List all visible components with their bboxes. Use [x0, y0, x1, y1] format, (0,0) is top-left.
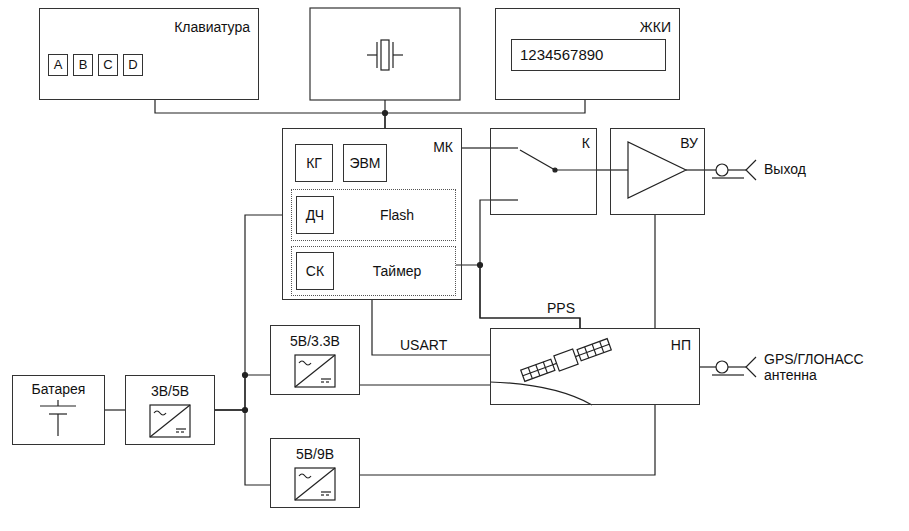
wire-connector	[372, 300, 490, 355]
node-label: B	[74, 57, 92, 73]
node-label: A	[49, 57, 67, 73]
node-label: 5В/9В	[271, 446, 359, 462]
switch-box: К	[490, 128, 597, 215]
wire-connector	[215, 215, 282, 410]
node-label: D	[124, 57, 142, 73]
junction-dot	[243, 408, 248, 413]
wire-connector	[155, 100, 385, 128]
block-box: СК	[296, 252, 334, 290]
antenna-label: GPS/ГЛОНАСС антенна	[762, 351, 906, 383]
wire-connector	[105, 409, 125, 410]
converter-box: 5В/3.3В	[270, 325, 360, 395]
node-label: Батарея	[13, 381, 104, 397]
node-label: Flash	[347, 207, 447, 223]
block-box: КГ	[295, 144, 333, 182]
node-label: Клавиатура	[40, 19, 250, 35]
node-label: КГ	[296, 155, 332, 171]
battery-box: Батарея	[12, 375, 105, 445]
wire-connector	[480, 200, 580, 328]
node-label: ЖКИ	[496, 19, 671, 35]
wire-connector	[360, 384, 490, 385]
key-box: B	[73, 54, 93, 76]
junction-dot	[478, 263, 483, 268]
crystal-box	[310, 8, 460, 100]
receiver-box: НП	[490, 328, 700, 405]
node-label: СК	[297, 263, 333, 279]
antenna-connector	[700, 357, 756, 377]
node-label: C	[99, 57, 117, 73]
output-label: Выход	[762, 161, 808, 177]
amplifier-box: ВУ	[610, 128, 705, 215]
mcu-box: МККГ ЭВМ Flash ДЧ Таймер СК	[282, 128, 462, 300]
output-connector	[705, 160, 756, 180]
converter-icon	[150, 405, 190, 437]
converter-icon	[295, 355, 335, 387]
junction-dot	[243, 373, 248, 378]
junction-dot	[383, 111, 388, 116]
block-box: ДЧ	[296, 196, 334, 234]
crystal-symbol	[367, 40, 403, 70]
node-label: ЭВМ	[344, 155, 386, 171]
memory-region: Flash ДЧ	[291, 189, 456, 241]
node-label: 3В/5В	[126, 383, 214, 399]
key-box: D	[123, 54, 143, 76]
lcd-display: 1234567890	[511, 39, 666, 71]
wire-connector	[597, 169, 610, 170]
signal-name: PPS	[545, 300, 577, 316]
wire-connector	[456, 265, 580, 328]
wire-connector	[462, 147, 490, 148]
wire-connector	[215, 410, 270, 485]
key-box: C	[98, 54, 118, 76]
wire-connector	[654, 215, 655, 328]
wire-connector	[385, 100, 585, 128]
lcd-box: ЖКИ 1234567890	[495, 8, 680, 100]
converter-box: 5В/9В	[270, 438, 360, 508]
converter-box: 3В/5В	[125, 375, 215, 445]
satellite-icon	[490, 337, 612, 405]
node-label: МК	[283, 139, 453, 155]
node-label: ВУ	[611, 135, 698, 151]
node-label: Таймер	[347, 263, 447, 279]
node-label: 5В/3.3В	[271, 333, 359, 349]
signal-name: USART	[398, 337, 449, 353]
block-box: ЭВМ	[343, 144, 387, 182]
node-label: 1234567890	[520, 47, 660, 63]
battery-symbol	[40, 400, 76, 436]
timer-region: Таймер СК	[291, 246, 456, 296]
wire-connector	[360, 405, 655, 475]
node-label: ДЧ	[297, 207, 333, 223]
node-label: К	[491, 135, 590, 151]
keyboard-box: КлавиатураABCD	[39, 8, 259, 100]
wire-connector	[215, 375, 270, 410]
node-label: НП	[491, 337, 691, 353]
converter-icon	[295, 468, 335, 500]
switch-symbol	[490, 148, 597, 200]
key-box: A	[48, 54, 68, 76]
